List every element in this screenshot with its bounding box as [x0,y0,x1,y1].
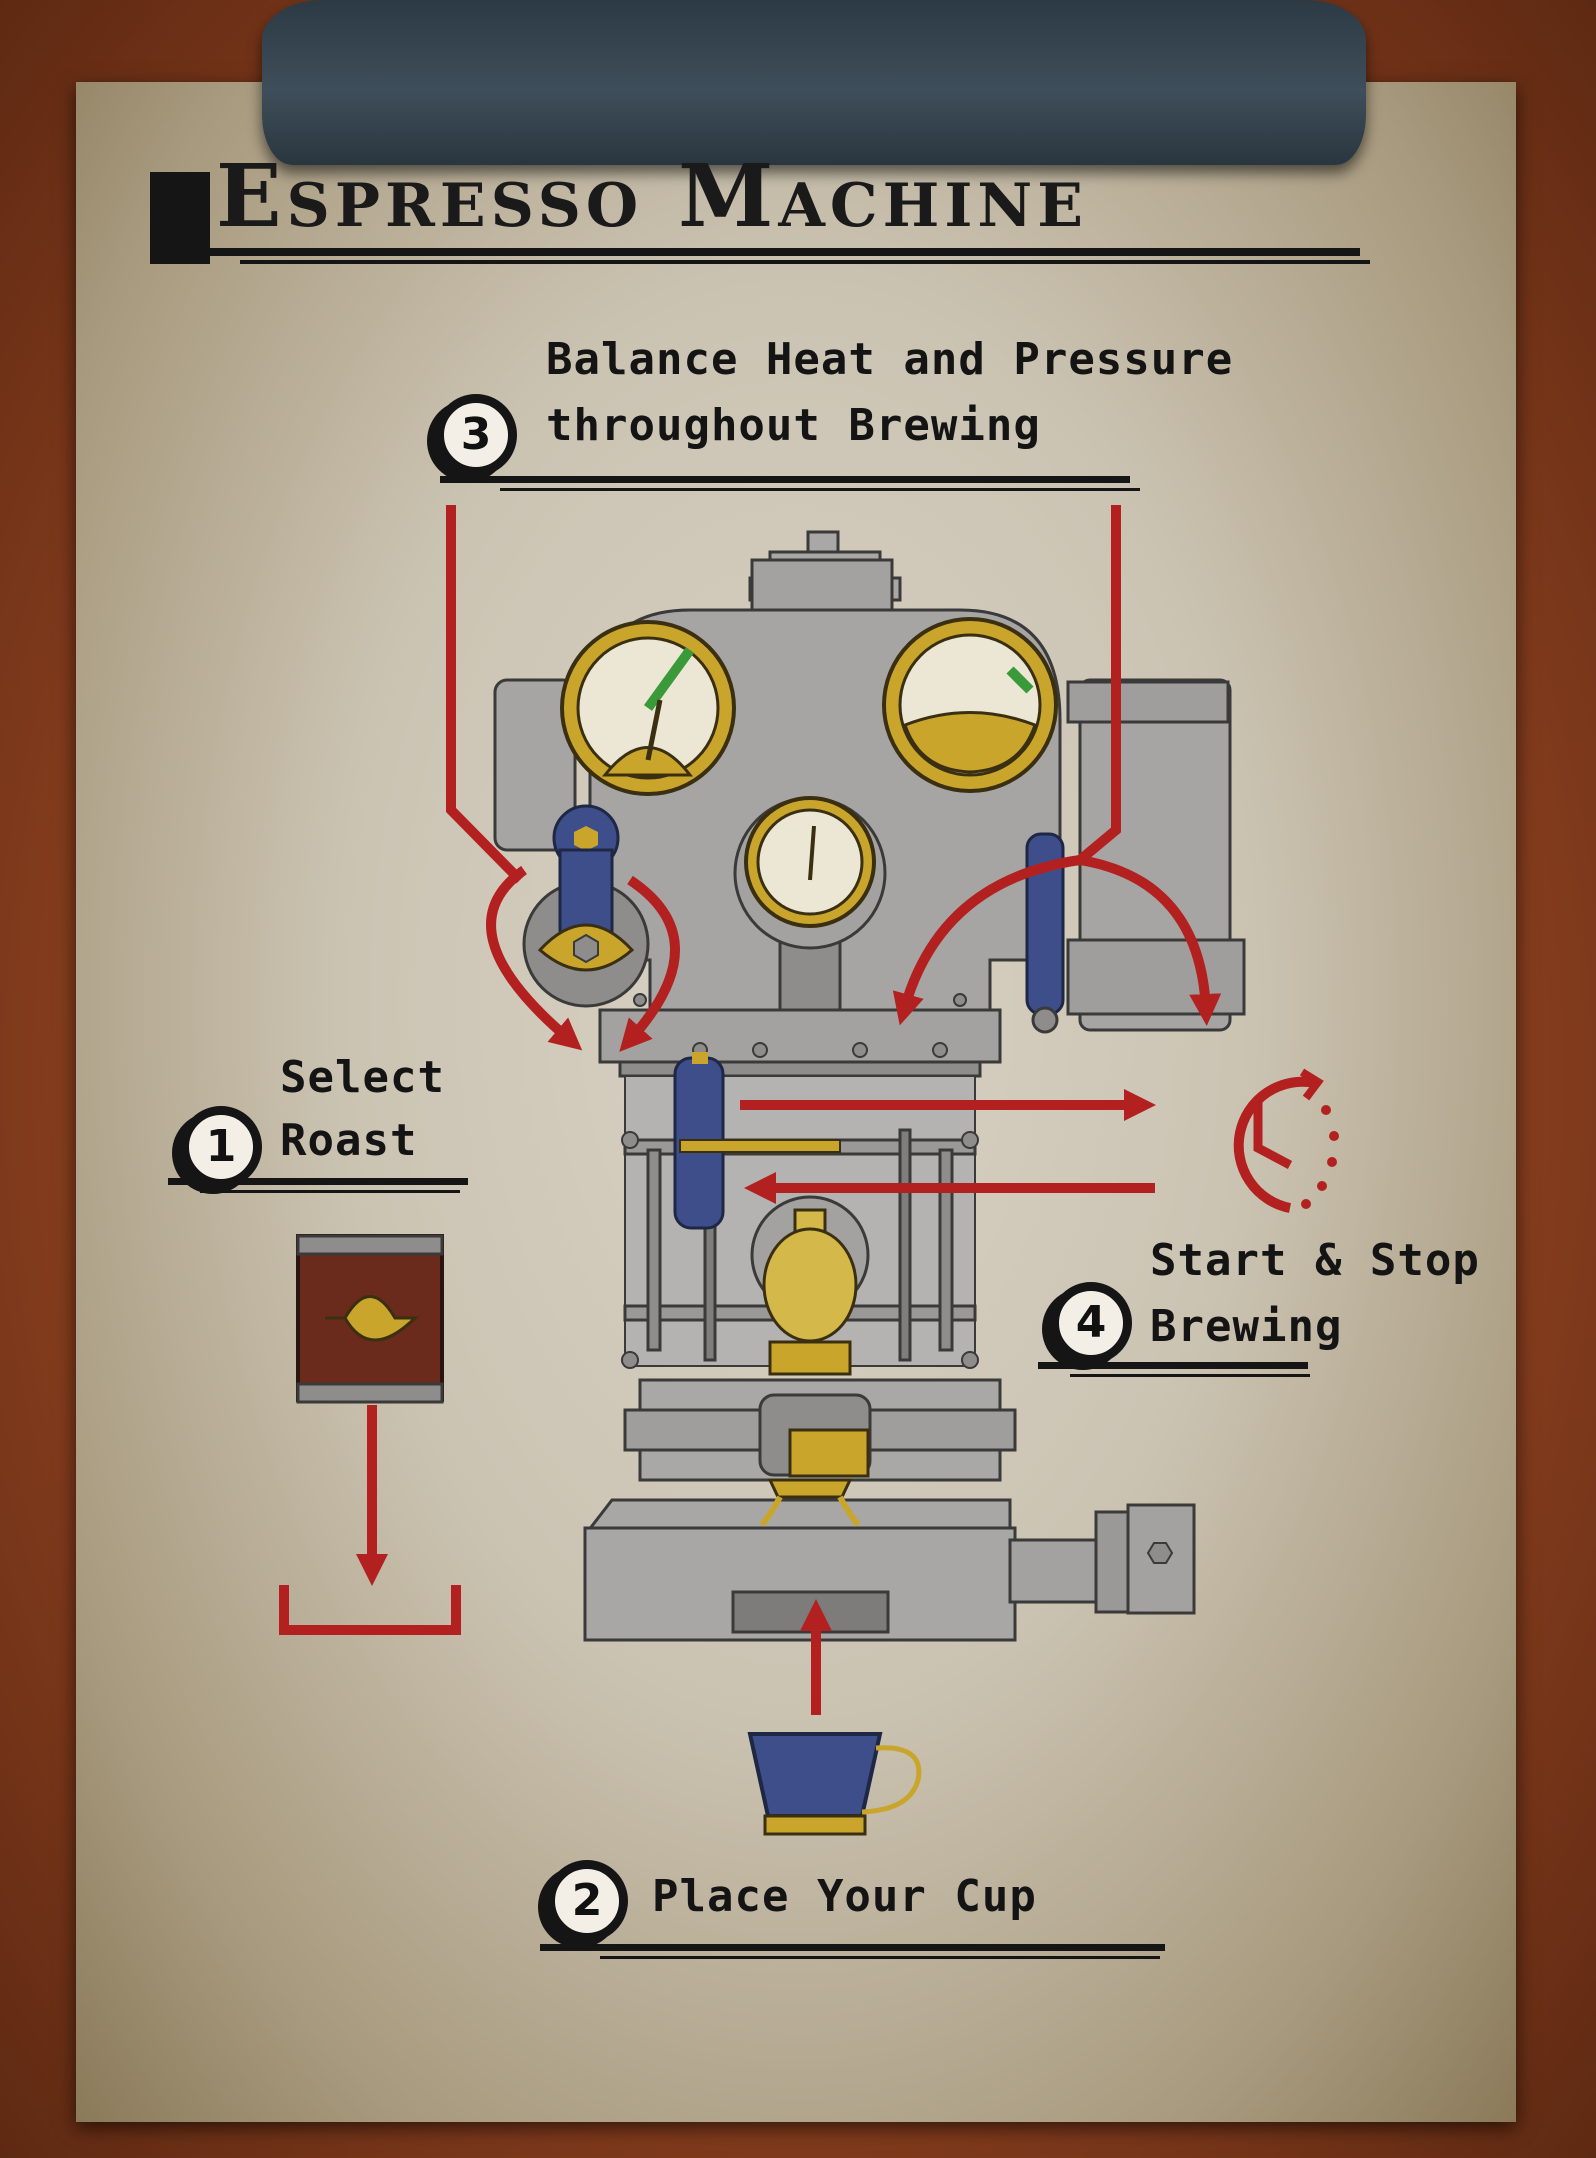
step-2-label-line1: Place Your Cup [652,1871,1037,1922]
step-3-badge: 3 [435,394,517,476]
step-2-underline [540,1944,1165,1959]
grinder-crank-icon [522,804,650,1008]
step-4-underline [1038,1362,1310,1377]
flow-arrows [279,505,1222,1715]
brew-lever-icon [673,1052,841,1230]
center-gauge-icon [733,796,887,950]
page-title: Espresso Machine [216,146,1088,247]
step-3-label-line2: throughout Brewing [546,400,1041,451]
pressure-gauge-icon [882,617,1058,793]
step-4-badge: 4 [1050,1282,1132,1364]
step-3-label-line1: Balance Heat and Pressure [546,334,1234,385]
coffee-cup-icon [747,1732,922,1836]
step-1-label-line2: Roast [280,1115,418,1166]
step-4-label-line2: Brewing [1150,1301,1343,1352]
clipboard-clip-icon [262,0,1366,165]
coffee-tin-icon [296,1234,444,1404]
step-1-badge: 1 [180,1106,262,1188]
heat-gauge-icon [560,620,736,796]
step-4-label-line1: Start & Stop [1150,1235,1480,1286]
portafilter [750,1195,872,1527]
step-1-label-line1: Select [280,1052,445,1103]
timer-icon [1233,1068,1339,1213]
steam-lever-icon [1025,832,1065,1034]
step-2-badge: 2 [546,1860,628,1942]
step-1-underline [168,1178,468,1193]
step-3-underline [440,476,1140,491]
title-underline [150,172,1370,264]
